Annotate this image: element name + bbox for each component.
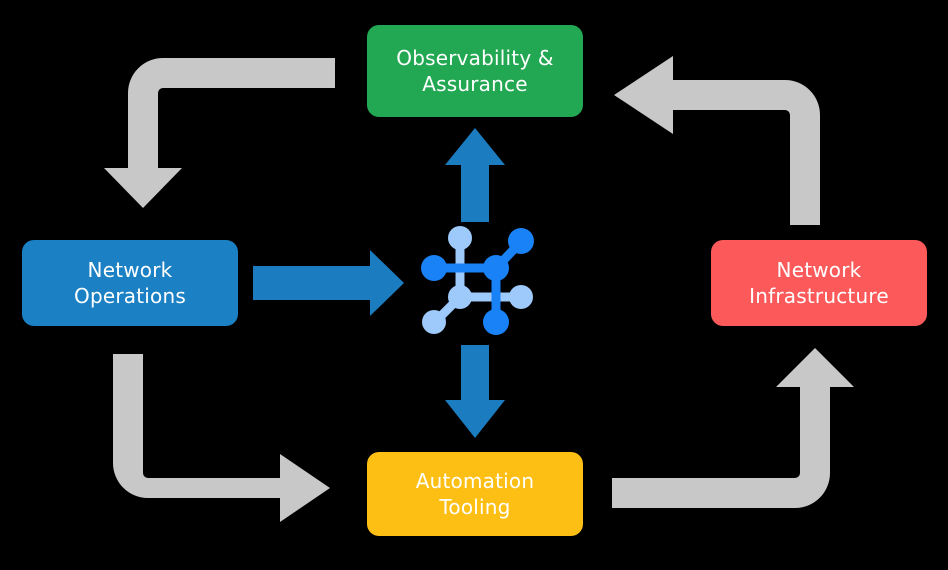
gray-arrow-operations-to-automation xyxy=(113,354,330,522)
box-automation-tooling[interactable]: Automation Tooling xyxy=(367,452,583,536)
box-network-infrastructure[interactable]: Network Infrastructure xyxy=(711,240,927,326)
gray-arrow-automation-to-infrastructure xyxy=(612,348,854,508)
blue-arrow-core-to-observability xyxy=(445,128,505,222)
network-icon-primary-nodes xyxy=(421,228,534,335)
network-icon-secondary-nodes xyxy=(422,226,533,334)
blue-arrow-operations-to-core xyxy=(253,250,404,316)
box-network-operations[interactable]: Network Operations xyxy=(22,240,238,326)
box-observability-assurance[interactable]: Observability & Assurance xyxy=(367,25,583,117)
network-icon-primary-links xyxy=(429,239,524,327)
gray-arrow-observability-to-operations xyxy=(104,58,335,208)
blue-arrow-core-to-automation xyxy=(445,345,505,438)
network-icon-secondary-links xyxy=(432,235,526,325)
gray-arrow-infrastructure-to-observability xyxy=(614,56,820,225)
